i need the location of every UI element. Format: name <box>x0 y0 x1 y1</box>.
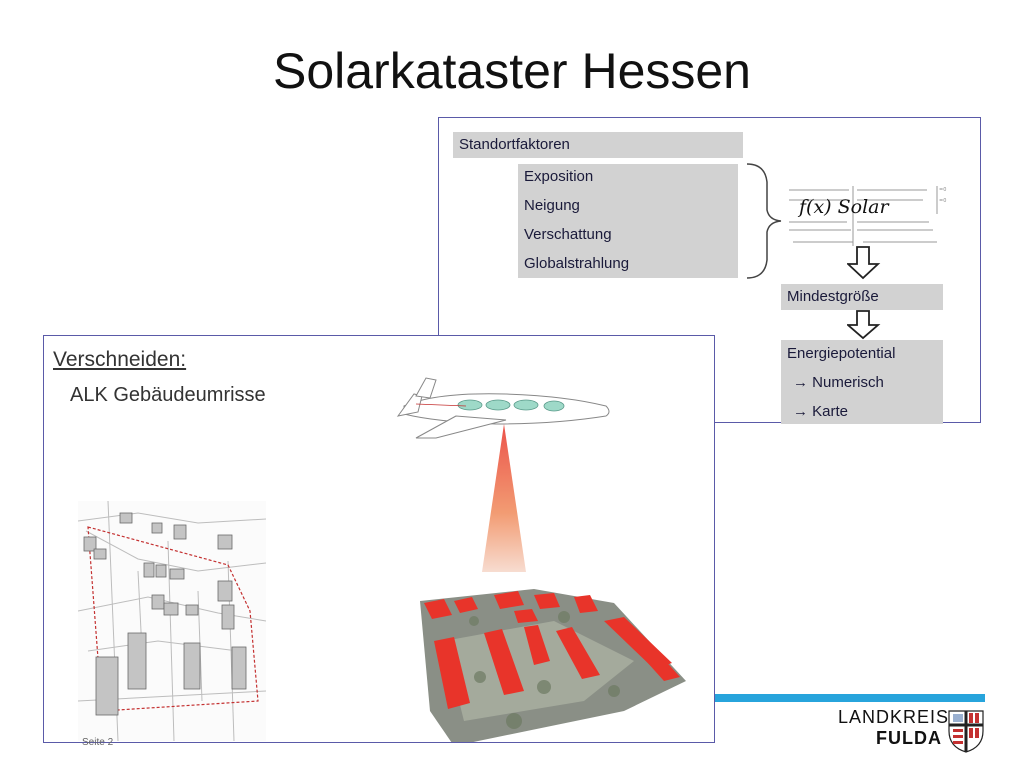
page-number: Seite 2 <box>82 737 114 748</box>
verschneiden-heading: Verschneiden: <box>53 348 187 371</box>
factor-item: Neigung <box>524 197 580 214</box>
formula-label: f(x) Solar <box>799 196 889 218</box>
cadastral-map-image <box>78 501 266 741</box>
arrow-down-icon <box>847 310 881 340</box>
factors-list: Exposition Neigung Verschattung Globalst… <box>518 164 738 278</box>
logo-line-fulda: FULDA <box>876 728 942 748</box>
formula-equations-image: =0 =0 <box>789 186 946 246</box>
logo-line-landkreis: LANDKREIS <box>838 707 950 727</box>
energiepotential-heading: Energiepotential <box>787 345 896 362</box>
energy-item-karte: → Karte <box>793 403 849 420</box>
3d-city-model-image <box>420 589 686 742</box>
svg-text:=0: =0 <box>939 198 946 204</box>
energiepotential-box: Energiepotential → Numerisch → Karte <box>781 340 943 424</box>
verschneiden-panel: Verschneiden: ALK Gebäudeumrisse <box>43 335 715 743</box>
standortfaktoren-header: Standortfaktoren <box>453 132 743 158</box>
coat-of-arms-icon <box>948 710 984 753</box>
accent-bar <box>715 694 985 702</box>
energy-item-numerisch: → Numerisch <box>793 374 884 391</box>
slide-title: Solarkataster Hessen <box>272 43 751 99</box>
alk-subheading: ALK Gebäudeumrisse <box>70 384 266 406</box>
mindestgroesse-box: Mindestgröße <box>781 284 943 310</box>
standortfaktoren-panel: Standortfaktoren Exposition Neigung Vers… <box>438 117 981 424</box>
arrow-down-icon <box>847 246 881 280</box>
factor-item: Verschattung <box>524 226 612 243</box>
svg-text:=0: =0 <box>939 187 946 193</box>
airplane-lidar-image <box>396 377 610 572</box>
factor-item: Exposition <box>524 168 594 185</box>
curly-brace-icon <box>746 163 782 279</box>
landkreis-fulda-logo: LANDKREIS FULDA <box>838 707 949 749</box>
factor-item: Globalstrahlung <box>524 255 630 272</box>
